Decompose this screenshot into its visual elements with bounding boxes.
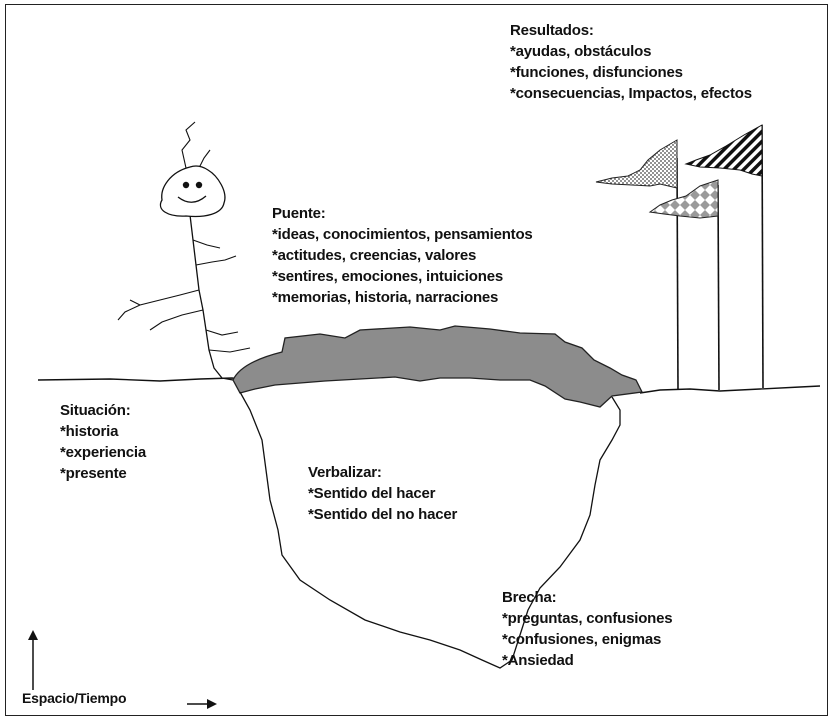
flag-checkered [648,179,719,219]
situation-block: Situación: *historia *experiencia *prese… [60,400,146,484]
diagram-frame [5,4,828,716]
verbalize-block: Verbalizar: *Sentido del hacer *Sentido … [308,462,457,525]
situation-item: *presente [60,465,127,482]
person-roots [117,239,251,353]
bridge-item: *actitudes, creencias, valores [272,247,477,264]
verbalize-title: Verbalizar: [308,464,382,481]
vertical-arrow-head [28,630,38,640]
bridge-block: Puente: *ideas, conocimientos, pensamien… [272,203,533,308]
gap-title: Brecha: [502,589,557,606]
axis-label: Espacio/Tiempo [22,690,127,706]
bridge-shape [232,325,643,408]
person-eye-right [195,181,203,189]
situation-item: *experiencia [60,444,146,461]
gap-item: *confusiones, enigmas [502,631,662,648]
results-item: *consecuencias, Impactos, efectos [510,85,752,102]
situation-item: *historia [60,423,119,440]
verbalize-item: *Sentido del hacer [308,485,436,502]
results-item: *funciones, disfunciones [510,64,683,81]
gap-block: Brecha: *preguntas, confusiones *confusi… [502,587,673,671]
bridge-item: *memorias, historia, narraciones [272,289,499,306]
results-item: *ayudas, obstáculos [510,43,652,60]
gap-item: *preguntas, confusiones [502,610,673,627]
situation-title: Situación: [60,402,131,419]
person-head [159,165,226,218]
results-block: Resultados: *ayudas, obstáculos *funcion… [510,20,752,104]
flag-dotted [595,139,678,189]
person-stem [189,214,234,381]
gap-outline [239,391,621,669]
flag-hatched [684,124,763,177]
bridge-title: Puente: [272,205,326,222]
person-smile [177,195,207,203]
person-hair [181,121,211,171]
bridge-item: *ideas, conocimientos, pensamientos [272,226,533,243]
flag-pole-2 [717,184,720,391]
bridge-item: *sentires, emociones, intuiciones [272,268,503,285]
results-title: Resultados: [510,22,594,39]
person-eye-left [182,181,190,189]
ground-line-left [37,377,241,382]
flag-pole-1 [676,157,679,391]
gap-item: *Ansiedad [502,652,574,669]
ground-line-right [639,385,821,394]
verbalize-item: *Sentido del no hacer [308,506,458,523]
horizontal-arrow-head [207,699,217,709]
